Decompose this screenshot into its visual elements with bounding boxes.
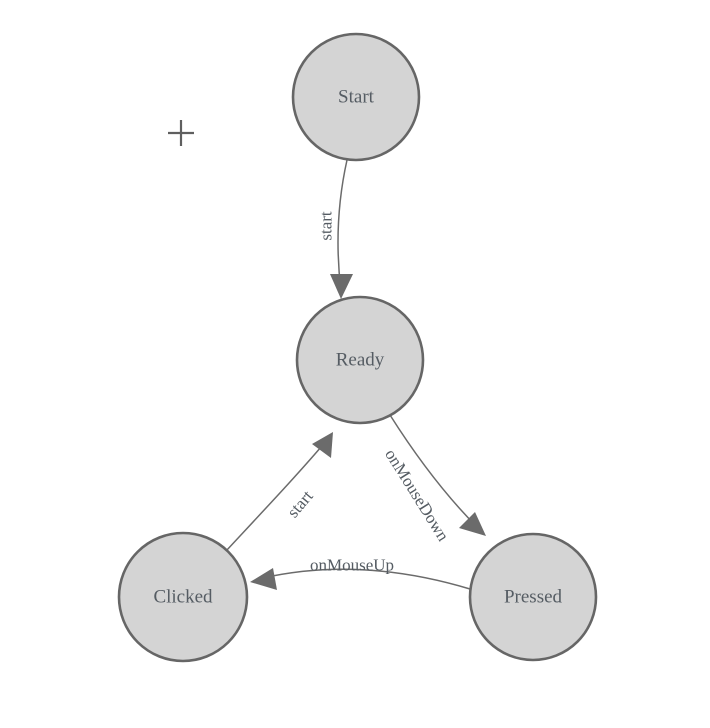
arrowhead-icon <box>459 512 486 536</box>
edge-label: onMouseDown <box>381 446 453 545</box>
node-circle <box>117 531 249 663</box>
edge-label: onMouseUp <box>310 556 394 575</box>
edge-label: start <box>317 211 336 241</box>
node-circle <box>291 32 421 162</box>
edge-ready-to-pressed[interactable]: onMouseDown <box>381 414 486 545</box>
node-start[interactable]: Start <box>291 32 421 162</box>
node-label: Ready <box>336 350 385 371</box>
node-circle <box>468 532 598 662</box>
edge-start-to-ready[interactable]: start <box>317 159 354 299</box>
node-label: Pressed <box>504 587 563 608</box>
crosshair-icon <box>168 120 194 146</box>
node-circle <box>295 295 425 425</box>
edge-pressed-to-clicked[interactable]: onMouseUp <box>250 556 471 591</box>
node-label: Clicked <box>153 587 213 608</box>
node-pressed[interactable]: Pressed <box>468 532 598 662</box>
edge-line <box>262 568 471 590</box>
edge-label: start <box>283 486 317 521</box>
edge-clicked-to-ready[interactable]: start <box>225 432 333 552</box>
node-label: Start <box>338 87 375 108</box>
arrowhead-icon <box>250 568 277 590</box>
arrowhead-icon <box>330 274 353 299</box>
arrowhead-icon <box>312 432 333 458</box>
node-clicked[interactable]: Clicked <box>117 531 249 663</box>
edge-line <box>225 439 328 552</box>
edge-line <box>337 159 348 292</box>
node-ready[interactable]: Ready <box>295 295 425 425</box>
